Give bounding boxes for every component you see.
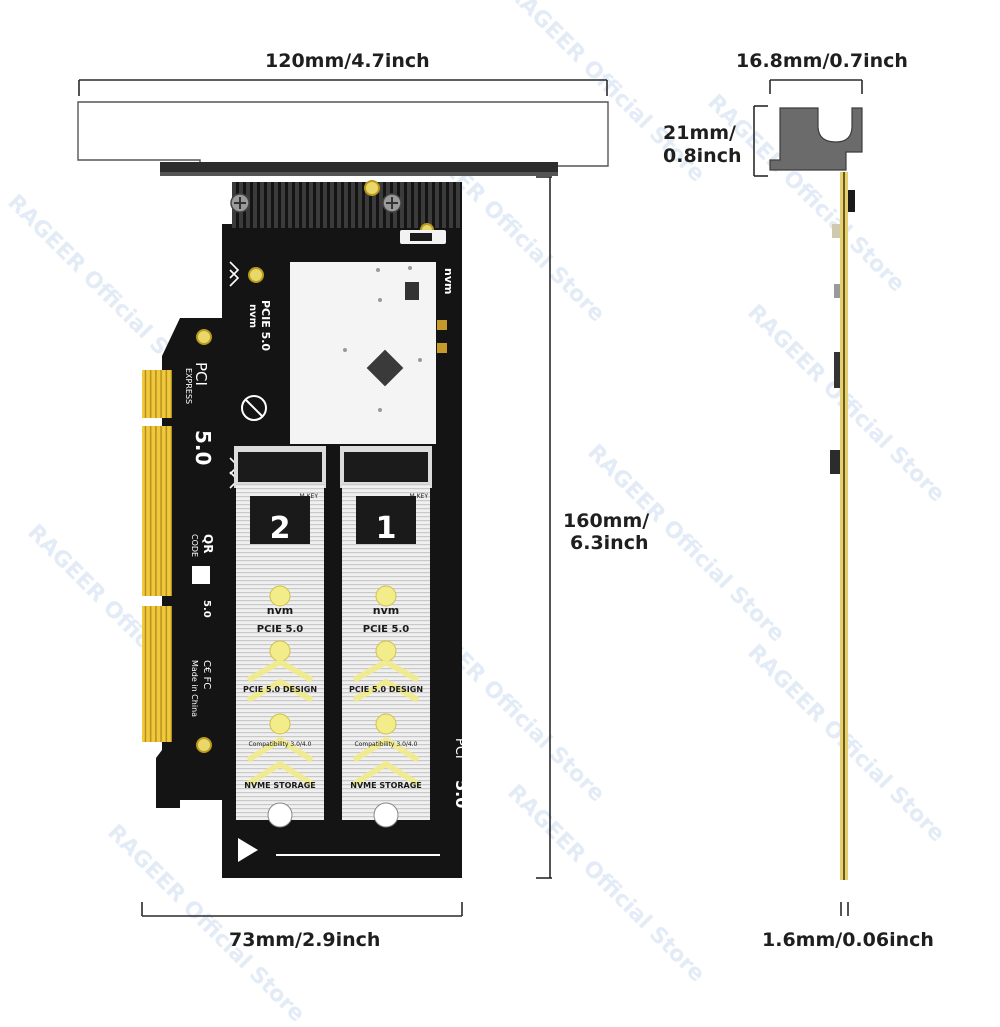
ce-mark: C€ FC <box>201 660 212 689</box>
no-pb-icon <box>241 395 267 421</box>
m2-slot-1 <box>340 446 432 828</box>
esd-warning-icon <box>238 838 258 862</box>
bracket-height-label-line1: 21mm/ <box>663 122 736 144</box>
standoff-hole <box>269 585 291 607</box>
height-label-line2: 6.3inch <box>570 532 649 554</box>
side-pcb <box>830 172 855 880</box>
standoff-hole <box>269 713 291 735</box>
nvm-badge-text: nvm <box>247 304 258 328</box>
made-in-text: Made in China <box>190 660 199 717</box>
pcie-badge: PCIE 5.0 <box>259 300 272 351</box>
controller-chip <box>366 349 404 387</box>
slot-2-compat: Compatibility 3.0/4.0 <box>249 741 312 748</box>
slot-1-design: PCIE 5.0 DESIGN <box>349 685 423 694</box>
standoff-hole <box>375 713 397 735</box>
express-text: EXPRESS <box>184 368 193 404</box>
standoff-hole <box>375 640 397 662</box>
slot-2-pcie: PCIE 5.0 <box>257 624 303 635</box>
width-dimension-line <box>78 79 608 96</box>
slot-1-number: 1 <box>376 511 397 546</box>
thickness-label: 1.6mm/0.06inch <box>762 929 934 951</box>
pcb-width-dimension-line <box>141 902 463 917</box>
slot-1-compat: Compatibility 3.0/4.0 <box>355 741 418 748</box>
bracket-height-label-line2: 0.8inch <box>663 145 742 167</box>
slot-2-nvm: nvm <box>267 604 293 617</box>
thickness-dimension-line <box>840 902 849 916</box>
slot-2-mkey: M KEY <box>300 493 319 500</box>
bracket-height-dimension-line <box>753 105 768 177</box>
height-dimension-line <box>536 176 552 879</box>
pcie-version-text: 5.0 <box>191 430 215 465</box>
qr-code <box>192 566 210 584</box>
slot-1-mkey: M KEY <box>410 493 429 500</box>
qr-text: QR <box>201 534 215 553</box>
side-width-dimension-line <box>769 79 863 94</box>
version-small: 5.0 <box>201 600 212 618</box>
height-label-line1: 160mm/ <box>563 510 650 532</box>
nvm-logo: nvm <box>442 268 455 294</box>
slot-2-storage: NVME STORAGE <box>244 781 316 790</box>
pcb-board: nvm PCIE 5.0 nvm PCI EXPRESS 5.0 QR CODE… <box>142 180 471 878</box>
gold-fingers-mid <box>142 426 172 596</box>
mounting-hole <box>248 267 264 283</box>
standoff-hole <box>269 640 291 662</box>
card-diagram: nvm PCIE 5.0 nvm PCI EXPRESS 5.0 QR CODE… <box>77 79 863 917</box>
slot-2-design: PCIE 5.0 DESIGN <box>243 685 317 694</box>
m2-slot-2 <box>234 446 326 828</box>
pci-text: PCI <box>192 362 210 386</box>
pcie-version-lower: 5.0 <box>452 780 471 808</box>
mounting-hole <box>196 329 212 345</box>
side-bracket <box>769 107 863 171</box>
standoff-hole <box>375 585 397 607</box>
pci-bracket <box>77 101 609 176</box>
pcb-width-label: 73mm/2.9inch <box>229 929 381 951</box>
gold-fingers-bottom <box>142 606 172 742</box>
slot-1-storage: NVME STORAGE <box>350 781 422 790</box>
width-label: 120mm/4.7inch <box>265 50 430 72</box>
slot-1-pcie: PCIE 5.0 <box>363 624 409 635</box>
side-width-label: 16.8mm/0.7inch <box>736 50 908 72</box>
mounting-hole <box>196 737 212 753</box>
gold-fingers-top <box>142 370 172 418</box>
pci-text-lower: PCI <box>452 738 467 759</box>
code-text: CODE <box>190 534 199 557</box>
slot-2-number: 2 <box>270 511 291 546</box>
mounting-hole <box>364 180 380 196</box>
slot-1-nvm: nvm <box>373 604 399 617</box>
